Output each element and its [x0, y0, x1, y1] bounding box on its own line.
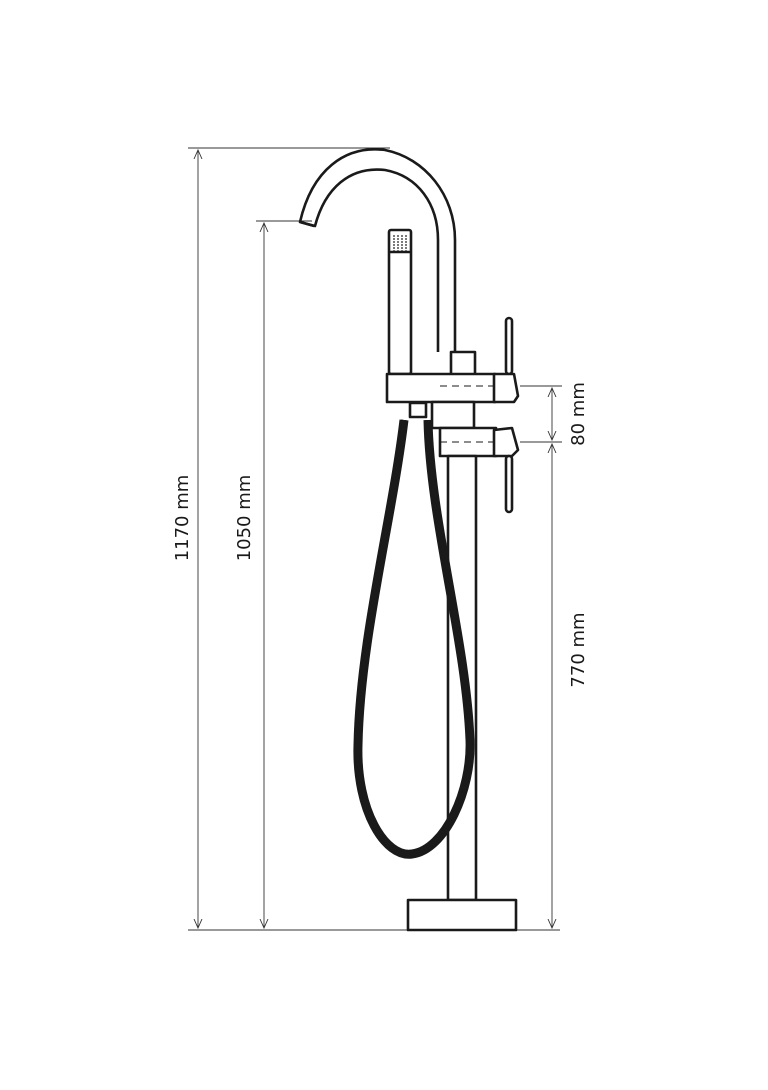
- nozzle-dot: [405, 250, 407, 252]
- gooseneck-spout: [298, 148, 457, 352]
- spout-collar: [449, 350, 477, 378]
- faucet-body: [298, 148, 520, 932]
- nozzle-dot: [397, 235, 399, 237]
- nozzle-dot: [393, 241, 395, 243]
- lower-lever-base: [492, 426, 520, 458]
- nozzle-dot: [405, 235, 407, 237]
- lower-lever-handle: [504, 454, 514, 514]
- dimension-mixer-height: 770 mm: [552, 444, 589, 928]
- dimension-handle-spacing: 80 mm: [520, 382, 589, 446]
- nozzle-dot: [393, 235, 395, 237]
- hose-connector: [408, 401, 428, 419]
- nozzle-dot: [405, 238, 407, 240]
- hand-shower-nozzles: [393, 235, 407, 252]
- spout-outlet-tip: [299, 220, 315, 228]
- upper-lever-base: [492, 372, 520, 404]
- nozzle-dot: [397, 244, 399, 246]
- nozzle-dot: [401, 238, 403, 240]
- label-spout-height: 1050 mm: [234, 475, 255, 562]
- nozzle-dot: [397, 250, 399, 252]
- label-mixer-height: 770 mm: [568, 612, 589, 687]
- nozzle-dot: [397, 247, 399, 249]
- nozzle-dot: [401, 235, 403, 237]
- nozzle-dot: [397, 238, 399, 240]
- nozzle-dot: [393, 238, 395, 240]
- nozzle-dot: [393, 250, 395, 252]
- nozzle-dot: [405, 244, 407, 246]
- nozzle-dot: [393, 247, 395, 249]
- label-handle-spacing: 80 mm: [568, 382, 589, 446]
- nozzle-dot: [401, 250, 403, 252]
- floor-base: [406, 898, 518, 932]
- mixer-body: [385, 372, 497, 404]
- upper-column: [430, 400, 476, 430]
- nozzle-dot: [401, 247, 403, 249]
- shower-hose: [353, 419, 475, 859]
- dimension-spout-height: 1050 mm: [234, 220, 312, 928]
- upper-lever-handle: [504, 316, 514, 376]
- nozzle-dot: [397, 241, 399, 243]
- nozzle-dot: [405, 241, 407, 243]
- nozzle-dot: [405, 247, 407, 249]
- nozzle-dot: [401, 241, 403, 243]
- hose-windings: [355, 419, 473, 857]
- label-total-height: 1170 mm: [172, 475, 193, 562]
- nozzle-dot: [393, 244, 395, 246]
- nozzle-dot: [401, 244, 403, 246]
